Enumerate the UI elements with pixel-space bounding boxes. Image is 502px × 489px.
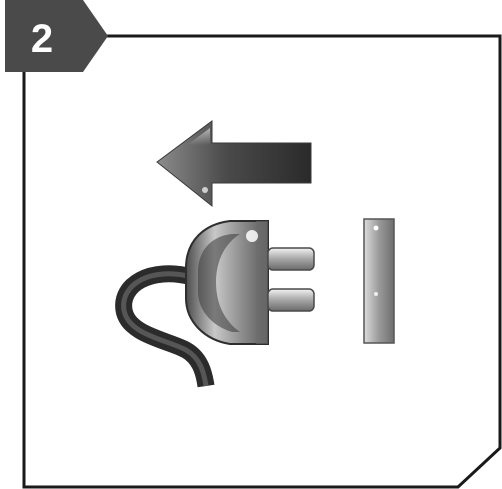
power-cable-icon: [115, 265, 215, 388]
step-badge: 2: [5, 0, 108, 72]
power-plug-icon: [185, 220, 315, 345]
arrow-left-icon: [156, 120, 312, 208]
step-number: 2: [31, 17, 53, 61]
step-badge-shape: [5, 0, 108, 72]
plug-prong-bottom: [267, 288, 315, 312]
plug-prong-top: [267, 247, 315, 271]
wall-socket-slot-icon: [363, 218, 395, 344]
